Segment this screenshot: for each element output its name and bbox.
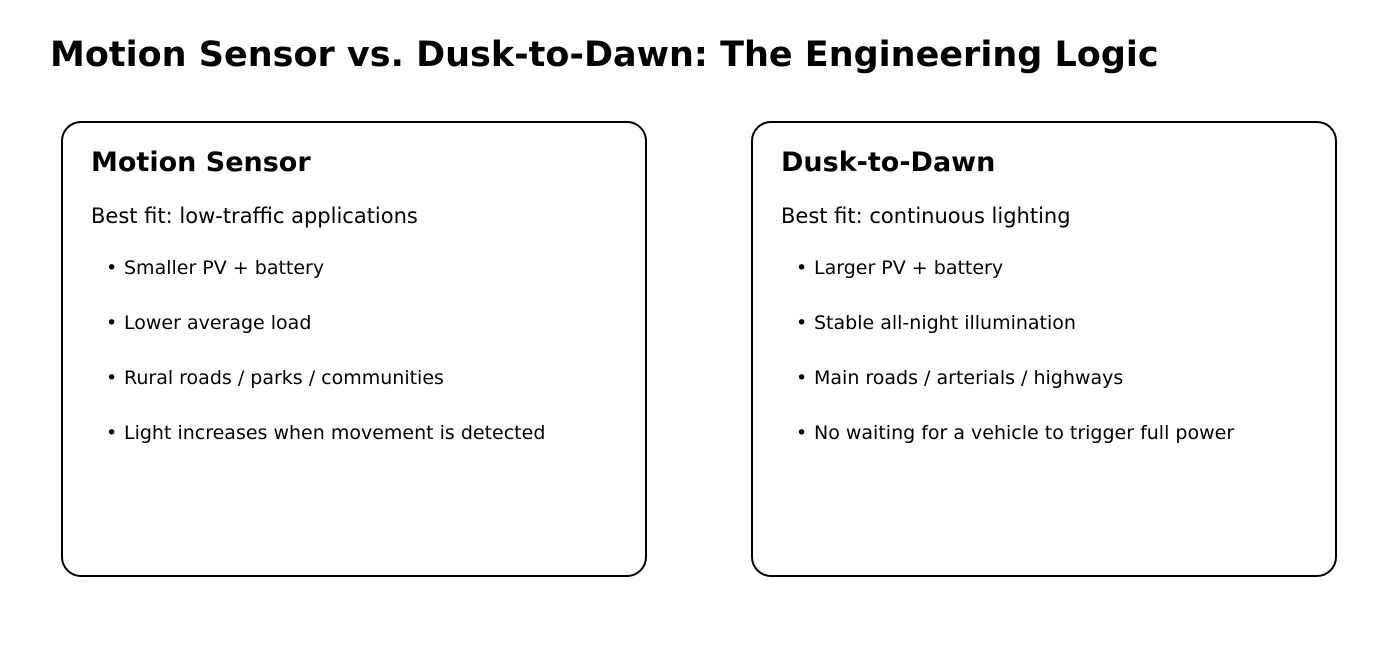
list-item-text: Lower average load: [124, 312, 312, 334]
motion-sensor-card: Motion Sensor Best fit: low-traffic appl…: [61, 121, 647, 577]
list-item: • Stable all-night illumination: [796, 311, 1234, 335]
page-title: Motion Sensor vs. Dusk-to-Dawn: The Engi…: [50, 35, 1159, 75]
card-best-fit: Best fit: continuous lighting: [781, 204, 1071, 228]
list-item: • Light increases when movement is detect…: [106, 421, 545, 445]
list-item-text: Rural roads / parks / communities: [124, 367, 444, 389]
card-title: Motion Sensor: [91, 147, 311, 178]
list-item-text: Stable all-night illumination: [814, 312, 1076, 334]
list-item-text: Larger PV + battery: [814, 257, 1004, 279]
list-item: • Smaller PV + battery: [106, 256, 545, 280]
list-item-text: No waiting for a vehicle to trigger full…: [814, 422, 1235, 444]
dusk-to-dawn-card: Dusk-to-Dawn Best fit: continuous lighti…: [751, 121, 1337, 577]
bullet-icon: •: [796, 422, 808, 444]
bullet-list: • Larger PV + battery • Stable all-night i…: [796, 256, 1234, 476]
bullet-icon: •: [106, 367, 118, 389]
bullet-icon: •: [106, 312, 118, 334]
card-best-fit: Best fit: low-traffic applications: [91, 204, 418, 228]
bullet-list: • Smaller PV + battery • Lower average loa…: [106, 256, 545, 476]
bullet-icon: •: [796, 367, 808, 389]
list-item: • Rural roads / parks / communities: [106, 366, 545, 390]
card-title: Dusk-to-Dawn: [781, 147, 996, 178]
list-item: • Larger PV + battery: [796, 256, 1234, 280]
bullet-icon: •: [106, 422, 118, 444]
list-item-text: Light increases when movement is detecte…: [124, 422, 546, 444]
bullet-icon: •: [796, 312, 808, 334]
list-item: • Main roads / arterials / highways: [796, 366, 1234, 390]
list-item-text: Main roads / arterials / highways: [814, 367, 1124, 389]
list-item-text: Smaller PV + battery: [124, 257, 325, 279]
bullet-icon: •: [796, 257, 808, 279]
list-item: • No waiting for a vehicle to trigger ful…: [796, 421, 1234, 445]
bullet-icon: •: [106, 257, 118, 279]
list-item: • Lower average load: [106, 311, 545, 335]
